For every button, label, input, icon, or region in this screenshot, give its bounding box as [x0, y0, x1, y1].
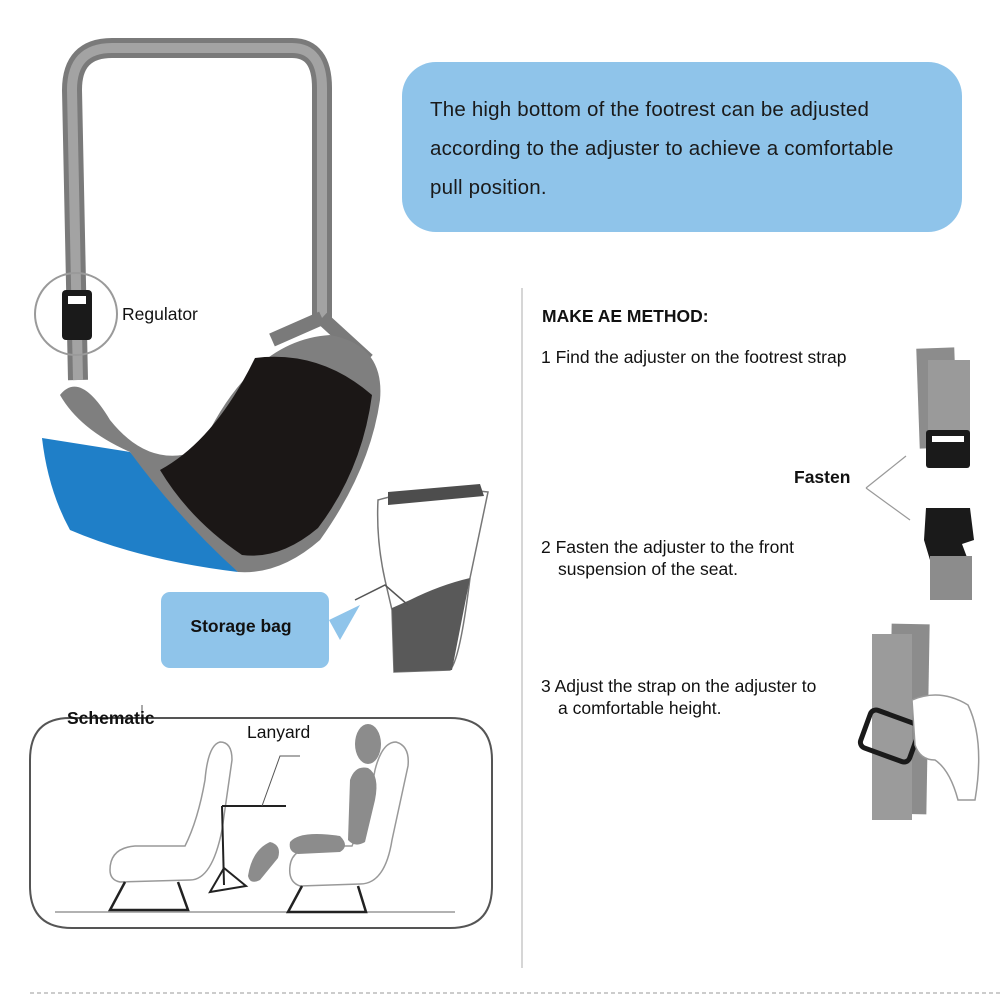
hand-icon — [911, 694, 980, 801]
step-2: 2 Fasten the adjuster to the front suspe… — [541, 536, 794, 580]
callout-text: The high bottom of the footrest can be a… — [430, 90, 950, 207]
step1-buckle-icon — [926, 430, 970, 468]
callout-line-2: according to the adjuster to achieve a c… — [430, 137, 894, 160]
step1-strap-front — [928, 360, 970, 440]
info-callout — [402, 62, 962, 232]
step-3-line-2: a comfortable height. — [558, 698, 722, 718]
schematic-label: Schematic — [67, 708, 155, 728]
lanyard-label: Lanyard — [247, 722, 311, 742]
regulator-label: Regulator — [122, 304, 198, 324]
fasten-label: Fasten — [794, 467, 851, 487]
storage-bag-label: Storage bag — [190, 616, 292, 636]
step-3: 3 Adjust the strap on the adjuster to a … — [541, 675, 816, 719]
step3-strap-front — [872, 634, 912, 820]
blue-fabric — [42, 438, 238, 572]
callout-line-1: The high bottom of the footrest can be a… — [430, 98, 870, 121]
step-2-line-1: 2 Fasten the adjuster to the front — [541, 537, 794, 557]
callout-line-3: pull position. — [430, 176, 547, 199]
method-title: MAKE AE METHOD: — [542, 306, 709, 326]
regulator-circle — [34, 272, 118, 356]
step-3-line-1: 3 Adjust the strap on the adjuster to — [541, 676, 817, 696]
step-2-line-2: suspension of the seat. — [558, 559, 738, 579]
black-pad — [160, 356, 372, 556]
step-1-line-1: 1 Find the adjuster on the footrest stra… — [541, 347, 847, 367]
step2-buckle-icon — [924, 508, 974, 560]
left-seat — [109, 741, 233, 883]
storage-bag-callout — [161, 592, 329, 668]
step-1: 1 Find the adjuster on the footrest stra… — [541, 346, 846, 368]
schematic-frame — [29, 717, 493, 929]
